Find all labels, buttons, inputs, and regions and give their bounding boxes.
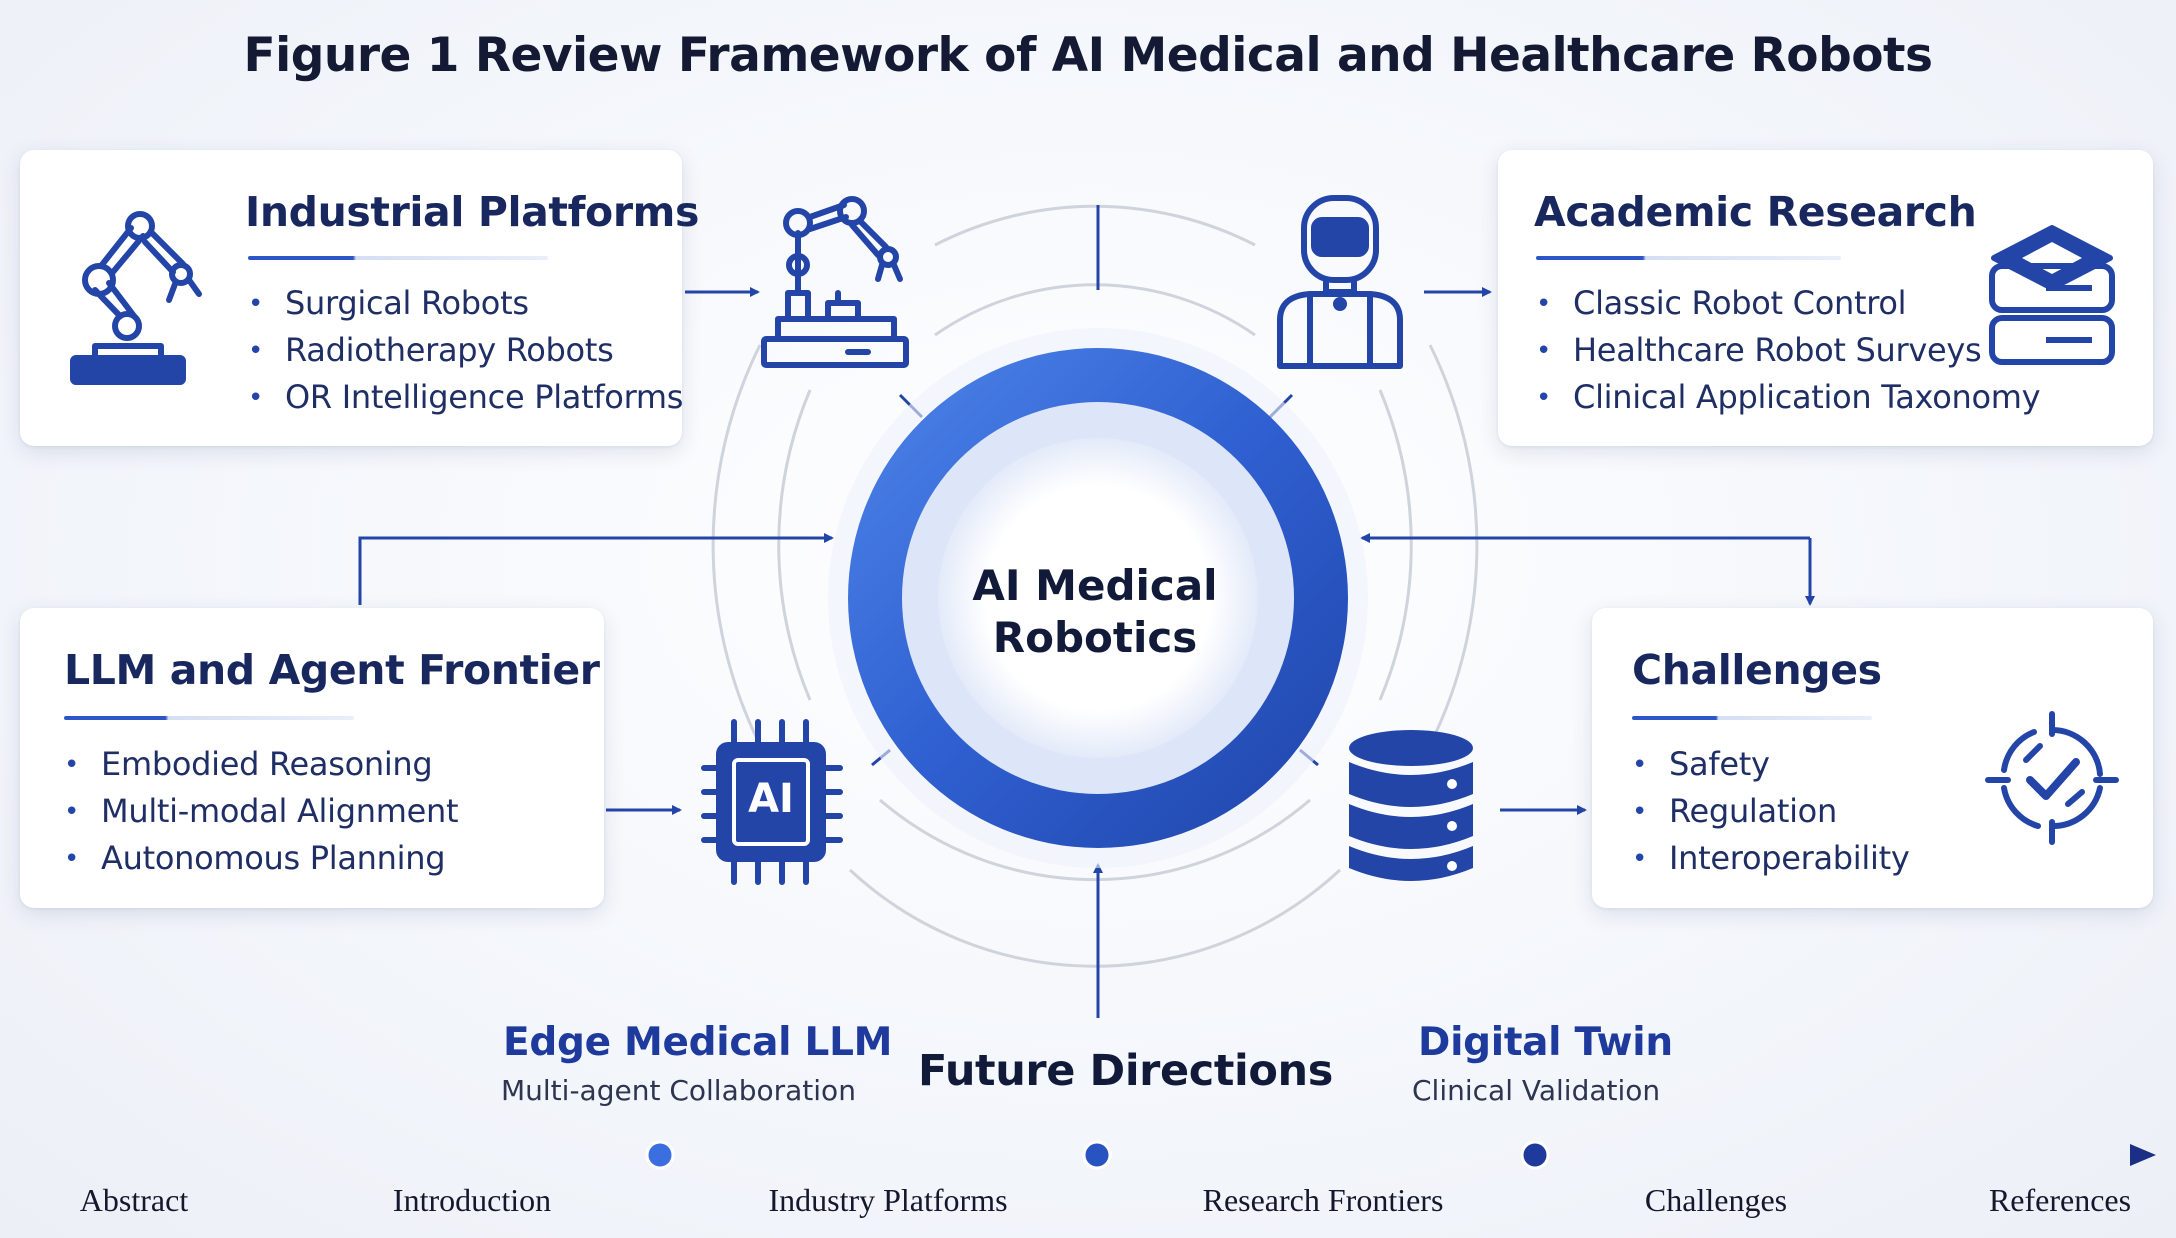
robot-arm-icon [70,211,202,385]
humanoid-robot-icon [1277,195,1403,369]
database-icon [1349,730,1473,881]
card-challenges: Challenges Safety Regulation Interoperab… [1592,608,2153,908]
challenges-list: Safety Regulation Interoperability [1632,741,1910,882]
list-item: Safety [1632,741,1909,788]
card-academic-research: Academic Research Classic Robot Control … [1498,150,2153,446]
list-item: Embodied Reasoning [64,741,458,788]
list-item: Surgical Robots [248,280,683,327]
chip-label: AI [748,776,794,822]
card-industrial-platforms: Industrial Platforms Surgical Robots Rad… [20,150,699,446]
center-line-2: Robotics [992,613,1198,662]
card-title: LLM and Agent Frontier [64,646,600,694]
list-item: Interoperability [1632,835,1910,882]
edge-medical-llm-title: Edge Medical LLM [503,1020,893,1065]
nav-references[interactable]: References [1988,1182,2132,1218]
nav-research-frontiers[interactable]: Research Frontiers [1202,1182,1444,1218]
center-line-1: AI Medical [972,561,1218,610]
future-directions-title: Future Directions [918,1046,1333,1096]
central-ring [828,328,1368,868]
nav-introduction[interactable]: Introduction [392,1182,552,1218]
edge-medical-llm-subtitle: Multi-agent Collaboration [501,1074,856,1107]
nav-challenges[interactable]: Challenges [1644,1182,1788,1218]
figure-title: Figure 1 Review Framework of AI Medical … [243,28,1933,83]
list-item: Multi-modal Alignment [64,788,458,835]
title-underline [1536,256,1841,260]
card-title: Challenges [1632,646,1882,694]
database-layers-icon [1989,225,2115,365]
target-check-icon [1985,711,2119,845]
title-underline [1632,716,1872,720]
surgical-robot-icon [761,196,909,368]
list-item: Regulation [1632,788,1909,835]
card-llm-agent-frontier: LLM and Agent Frontier Embodied Reasonin… [20,608,604,908]
digital-twin-subtitle: Clinical Validation [1412,1074,1661,1107]
industrial-list: Surgical Robots Radiotherapy Robots OR I… [248,280,683,421]
ai-chip-icon: AI [700,718,848,886]
list-item: Clinical Application Taxonomy [1536,374,2041,421]
digital-twin-title: Digital Twin [1418,1020,1673,1065]
timeline [20,1140,2156,1170]
list-item: Healthcare Robot Surveys [1536,327,2040,374]
academic-list: Classic Robot Control Healthcare Robot S… [1536,280,2041,421]
nav-industry-platforms[interactable]: Industry Platforms [768,1182,1008,1218]
llm-list: Embodied Reasoning Multi-modal Alignment… [64,741,458,882]
title-underline [248,256,548,260]
center-label: AI Medical Robotics [930,560,1260,664]
list-item: Autonomous Planning [64,835,458,882]
list-item: Radiotherapy Robots [248,327,683,374]
list-item: OR Intelligence Platforms [248,374,683,421]
list-item: Classic Robot Control [1536,280,2040,327]
concentric-arcs [711,204,1479,968]
card-title: Industrial Platforms [245,188,699,236]
card-title: Academic Research [1534,188,1977,236]
nav-abstract[interactable]: Abstract [79,1182,189,1218]
title-underline [64,716,354,720]
